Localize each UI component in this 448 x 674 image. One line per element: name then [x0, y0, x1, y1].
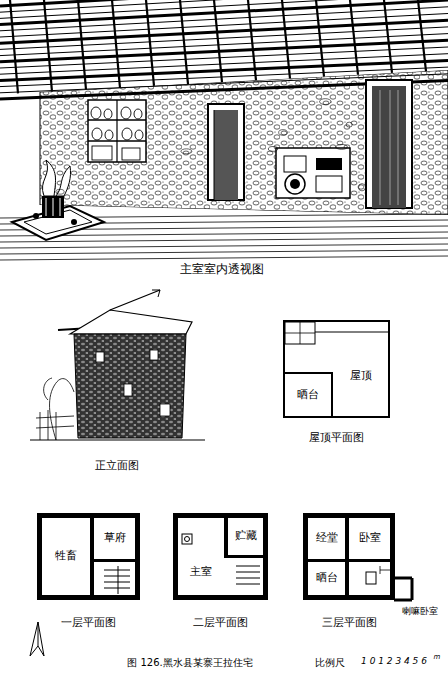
- scale-title: 比例尺: [315, 657, 345, 668]
- stair-symbol: [104, 566, 130, 594]
- room-label: 贮藏: [235, 530, 257, 542]
- room-box: 晒台: [285, 372, 333, 416]
- room-box: 草府: [94, 518, 135, 562]
- room-label: 草府: [104, 532, 126, 544]
- elevation-sketch: [30, 290, 205, 440]
- stone-mark: [279, 130, 288, 136]
- floor-plan: 晒台屋顶屋顶平面图: [283, 320, 390, 418]
- room-box: 屋顶: [333, 336, 388, 416]
- interior-perspective: [0, 0, 448, 260]
- room-box: 经堂: [308, 518, 349, 562]
- room-label: 晒台: [316, 572, 338, 584]
- room-label: 喇嘛卧室: [402, 607, 438, 617]
- stone-mark: [346, 122, 352, 127]
- stone-mark: [181, 149, 192, 154]
- plan-title: 三层平面图: [320, 617, 379, 629]
- stone-mark: [359, 184, 366, 191]
- plan-title: 屋顶平面图: [307, 432, 366, 444]
- stone-mark: [320, 99, 331, 105]
- roof-plan-detail: [285, 322, 388, 344]
- room-box: 晒台: [308, 562, 349, 595]
- stone-mark: [336, 144, 348, 149]
- floor-plan: 牲畜草府一层平面图: [37, 513, 140, 600]
- room-box: 牲畜: [42, 518, 94, 595]
- plan-title: 二层平面图: [191, 617, 250, 629]
- figure-caption: 图 126.黑水县某寨王拉住宅: [127, 657, 252, 668]
- room-label: 经堂: [316, 532, 338, 544]
- scale-unit: m: [434, 654, 441, 662]
- room-label: 卧室: [359, 532, 381, 544]
- view-title: 主室室内透视图: [180, 263, 264, 276]
- stone-mark: [268, 147, 277, 152]
- room-label: 主室: [190, 566, 212, 578]
- room-box: 卧室: [349, 518, 390, 562]
- floor-plan: 主室贮藏二层平面图: [173, 513, 268, 600]
- room-label: 晒台: [297, 389, 319, 401]
- annex-room: [366, 566, 412, 600]
- north-arrow: [30, 622, 44, 656]
- room-box: 贮藏: [224, 518, 263, 558]
- scale-numbers: 1 0 1 2 3 4 5 6: [361, 657, 427, 667]
- view-title: 正立面图: [95, 460, 139, 472]
- stone-mark: [56, 189, 64, 194]
- floor-plan: 经堂卧室晒台三层平面图: [303, 513, 395, 600]
- room-label: 牲畜: [55, 550, 77, 562]
- plan-title: 一层平面图: [59, 617, 118, 629]
- room-box: 主室: [178, 550, 224, 595]
- room-label: 屋顶: [350, 370, 372, 382]
